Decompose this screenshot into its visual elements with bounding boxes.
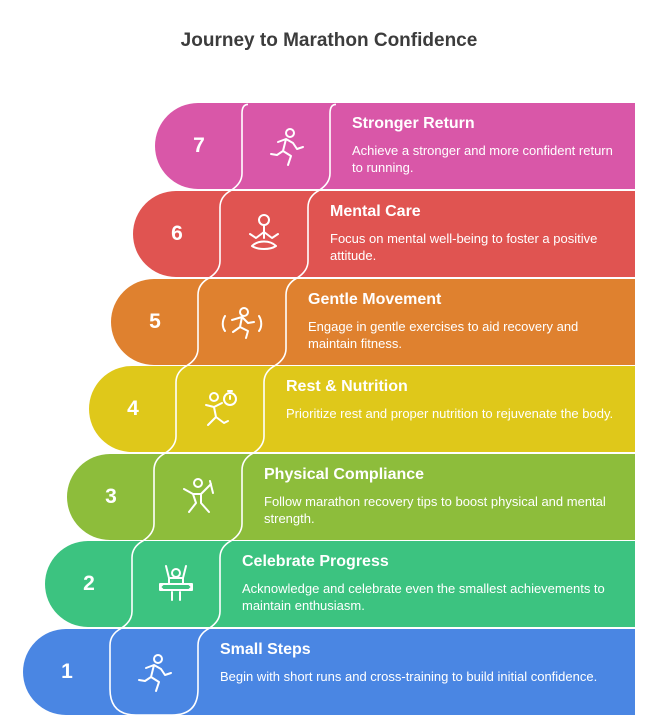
step-description: Follow marathon recovery tips to boost p… [264,493,606,526]
step-number: 1 [61,660,73,683]
page-title: Journey to Marathon Confidence [180,30,478,51]
step-title: Small Steps [220,641,311,658]
step-description: Prioritize rest and proper nutrition to … [286,406,614,422]
step-number: 5 [149,309,161,333]
meditation-icon [242,212,286,256]
step-title: Celebrate Progress [242,553,389,571]
person-stopwatch-icon [198,387,242,431]
step-description: Engage in gentle exercises to aid recove… [308,318,579,351]
step-title: Physical Compliance [264,465,425,483]
step-description: Acknowledge and celebrate even the small… [242,581,605,614]
step-description: Begin with short runs and cross-training… [220,669,598,684]
step-title: Stronger Return [352,115,475,133]
step-number: 2 [83,572,95,596]
moving-person-icon [220,300,264,344]
step-description: Focus on mental well-being to foster a p… [330,231,598,263]
finish-line-celebration-icon [154,562,198,606]
step-number: 3 [105,484,117,508]
step-title: Rest & Nutrition [286,378,408,396]
step-description: Achieve a stronger and more confident re… [352,143,613,176]
step-number: 6 [171,222,183,245]
running-person-arrow-icon [132,650,176,694]
jumping-person-icon [176,475,220,519]
step-number: 4 [127,397,139,421]
step-title: Gentle Movement [308,290,442,308]
step-number: 7 [193,134,205,158]
running-person-icon [264,124,308,168]
step-title: Mental Care [330,203,421,220]
